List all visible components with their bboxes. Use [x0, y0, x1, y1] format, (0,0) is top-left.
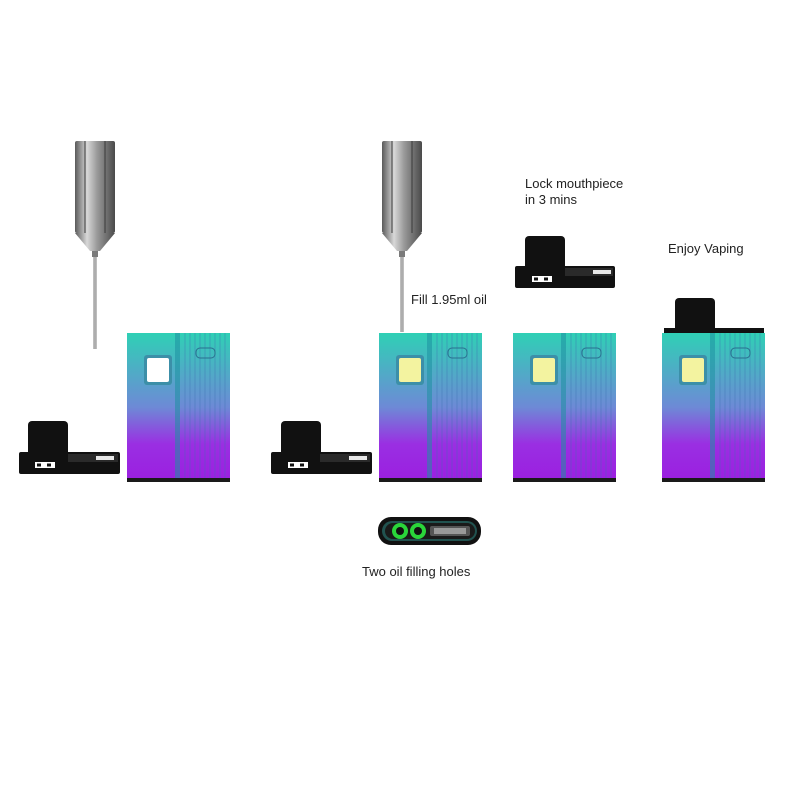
- pod-mouthpiece-icon: [271, 421, 372, 474]
- vape-device-icon: [662, 298, 765, 482]
- lock-instruction: Lock mouthpiece in 3 mins: [525, 176, 624, 207]
- pod-mouthpiece-icon: [515, 236, 615, 288]
- syringe-icon: [382, 141, 422, 332]
- pod-mouthpiece-icon: [19, 421, 120, 474]
- enjoy-instruction: Enjoy Vaping: [668, 241, 744, 256]
- vape-device-icon: [513, 333, 616, 482]
- syringe-icon: [75, 141, 115, 349]
- vape-device-icon: [379, 333, 482, 482]
- filling-holes-icon: [378, 517, 481, 545]
- filling-holes-caption: Two oil filling holes: [362, 564, 471, 579]
- fill-instruction: Fill 1.95ml oil: [411, 292, 487, 307]
- vape-device-icon: [127, 333, 230, 482]
